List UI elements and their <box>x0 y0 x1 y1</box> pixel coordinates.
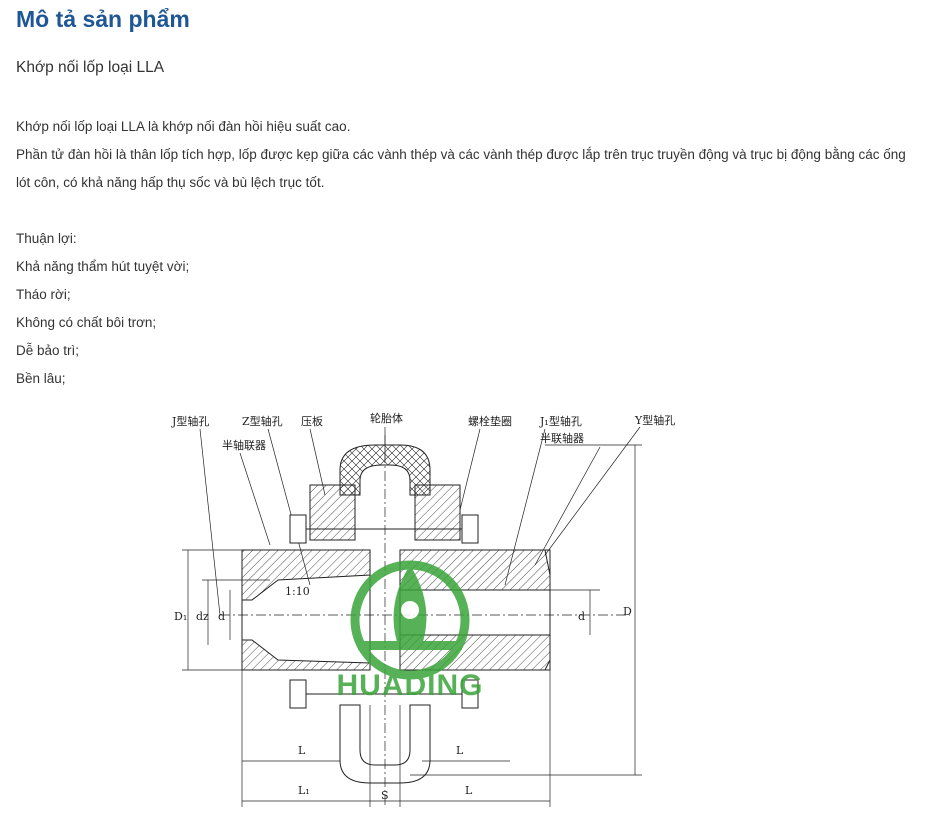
leader-lines <box>199 426 641 616</box>
watermark-text: HUADING <box>337 669 484 702</box>
label-half-coupling-right: 半联轴器 <box>540 431 584 445</box>
tire-body <box>339 444 431 496</box>
advantage-item: Không có chất bôi trơn; <box>16 315 157 330</box>
huading-logo: HUADING <box>337 560 484 702</box>
dim-l1: L₁ <box>298 784 310 797</box>
label-j1-bore: J₁型轴孔 <box>539 414 582 428</box>
label-taper: 1:10 <box>285 585 310 598</box>
dim-l-upper-left: L <box>298 744 306 757</box>
bolt-head-upper-right <box>461 514 479 544</box>
advantage-item: Dễ bảo trì; <box>16 343 80 358</box>
advantage-item: Tháo rời; <box>16 287 71 302</box>
product-subtitle: Khớp nối lốp loại LLA <box>16 59 165 76</box>
advantage-item: Bền lâu; <box>16 371 66 386</box>
description-line-2: Phần tử đàn hồi là thân lốp tích hợp, lố… <box>16 147 906 190</box>
pressure-plate-left <box>309 484 356 541</box>
horizontal-dimensions <box>241 670 551 807</box>
label-z-bore: Z型轴孔 <box>242 414 283 428</box>
vertical-dimensions <box>182 444 642 776</box>
dim-d-left: d <box>218 610 225 623</box>
advantages-list: Thuận lợi: Khả năng thẩm hút tuyệt vời; … <box>16 225 189 393</box>
bolt-head-upper-left <box>289 514 307 544</box>
dim-d-right: d <box>578 610 585 623</box>
advantages-title: Thuận lợi: <box>16 231 77 246</box>
coupling-drawing: J型轴孔 Z型轴孔 压板 轮胎体 螺栓垫圈 J₁型轴孔 Y型轴孔 半轴联器 半联… <box>171 411 675 807</box>
description-line-1: Khớp nối lốp loại LLA là khớp nối đàn hồ… <box>16 119 351 134</box>
label-y-bore: Y型轴孔 <box>634 413 675 427</box>
dim-dz: dz <box>196 610 209 623</box>
dim-l-lower-right: L <box>465 784 473 797</box>
label-half-coupling-left: 半轴联器 <box>222 438 266 452</box>
product-description: Khớp nối lốp loại LLA là khớp nối đàn hồ… <box>16 113 916 197</box>
tire-body-lower <box>339 704 431 784</box>
hub-left-lower <box>241 639 371 671</box>
dim-d1: D₁ <box>174 610 187 623</box>
bolt-head-lower-left <box>289 679 307 709</box>
section-heading: Mô tả sản phẩm <box>16 6 190 32</box>
dim-big-d: D <box>623 605 632 618</box>
dim-l-upper-right: L <box>456 744 464 757</box>
label-tire-body: 轮胎体 <box>370 411 403 425</box>
label-j-bore: J型轴孔 <box>171 414 209 428</box>
label-bolt-washer: 螺栓垫圈 <box>468 414 512 428</box>
label-pressure-plate: 压板 <box>301 414 323 428</box>
pressure-plate-right <box>414 484 461 541</box>
advantage-item: Khả năng thẩm hút tuyệt vời; <box>16 259 190 274</box>
dim-s: S <box>381 789 389 802</box>
